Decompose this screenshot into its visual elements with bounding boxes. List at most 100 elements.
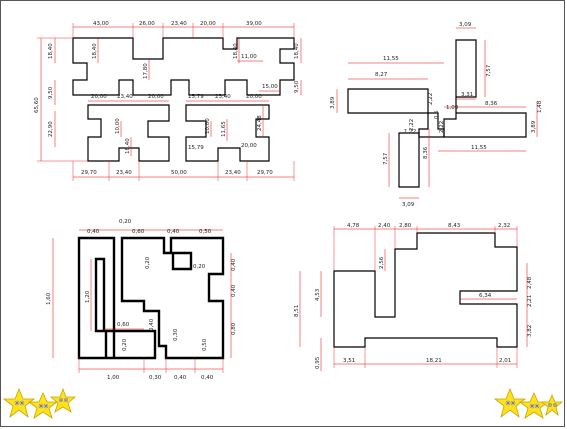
d1-in-9: 11,00 xyxy=(241,54,257,60)
d1-in-6: 23,40 xyxy=(215,94,231,100)
d1-left-2: 9,50 xyxy=(48,86,54,99)
d3-in-8: 0,80 xyxy=(231,322,237,335)
drawing-2-arm-left xyxy=(347,88,429,114)
drawing-1-lower-right xyxy=(185,104,270,162)
drawing-2-arm-right xyxy=(443,97,527,138)
d1-in-16: 24,48 xyxy=(257,115,263,131)
drawing-2-arm-top xyxy=(455,39,477,98)
d1-top-0: 43,00 xyxy=(93,21,109,27)
d2-l0: 3,09 xyxy=(459,22,472,28)
d2-l6: 3,31 xyxy=(461,92,473,98)
d3-in-3: 0,60 xyxy=(117,322,130,328)
d2-l16: 8,36 xyxy=(423,146,429,159)
d2-l2: 8,27 xyxy=(375,72,388,78)
d1-in-8: 18,40 xyxy=(233,43,239,59)
d2-l13: 2,22 xyxy=(409,119,415,131)
d1-top-3: 20,00 xyxy=(200,21,216,27)
d4-bot-2: 2,01 xyxy=(499,358,511,364)
d1-left-1: 18,40 xyxy=(48,43,54,59)
d4-top-1: 2,40 xyxy=(378,223,391,229)
drawing-2-arm-bottom xyxy=(398,132,420,188)
d3-top-1: 0,40 xyxy=(87,229,100,235)
d3-in-2: 0,40 xyxy=(231,258,237,271)
d2-l4: 3,89 xyxy=(330,96,336,109)
drawing-3-inner xyxy=(120,236,225,360)
drawing-4: 4,78 2,40 2,80 8,43 2,32 8,51 4,53 0,95 … xyxy=(294,223,533,371)
d1-bot-4: 29,70 xyxy=(257,170,273,176)
d2-l11: 1,09 xyxy=(446,105,459,111)
d3-in-5: 0,30 xyxy=(173,328,179,341)
d1-in-0: 18,40 xyxy=(92,43,98,59)
d3-top-0: 0,20 xyxy=(119,219,132,225)
d1-top-1: 26,00 xyxy=(139,21,155,27)
d3-bot-2: 0,40 xyxy=(174,375,187,381)
drawing-4-outline xyxy=(333,232,518,348)
d4-in-0: 2,56 xyxy=(379,256,385,269)
d2-l8: 1,48 xyxy=(537,100,543,113)
d3-bot-1: 0,30 xyxy=(149,375,162,381)
d2-l5: 2,22 xyxy=(428,93,434,105)
d1-bot-1: 23,40 xyxy=(116,170,132,176)
stars-right-icon xyxy=(493,387,564,419)
drawing-3-outline xyxy=(77,236,157,360)
d1-left-3: 22,90 xyxy=(48,121,54,137)
d4-top-4: 2,32 xyxy=(498,223,510,229)
d4-in-1: 6,34 xyxy=(479,293,492,299)
d3-in-7: 0,40 xyxy=(231,284,237,297)
d2-l12: 0,5 xyxy=(434,110,440,119)
d3-in-4: 0,40 xyxy=(149,318,155,331)
d1-in-11: 10,00 xyxy=(115,118,121,134)
drawing-2-center xyxy=(418,112,445,138)
d1-top-4: 39,00 xyxy=(246,21,262,27)
d1-in-12: 18,40 xyxy=(125,138,131,154)
d1-in-10: 15,00 xyxy=(262,84,278,90)
d3-bot-3: 0,40 xyxy=(201,375,214,381)
d3-bot-0: 1,00 xyxy=(107,375,120,381)
d2-l1: 11,55 xyxy=(383,56,399,62)
d2-l17: 11,55 xyxy=(471,145,487,151)
d4-top-0: 4,78 xyxy=(347,223,360,229)
d4-top-3: 8,43 xyxy=(448,223,461,229)
d2-l3: 7,57 xyxy=(486,64,492,77)
d1-in-2: 20,00 xyxy=(91,94,107,100)
d2-l7: 8,36 xyxy=(485,101,498,107)
d1-bot-0: 29,70 xyxy=(81,170,97,176)
d1-in-19: 9,50 xyxy=(294,80,300,93)
d2-l18: 3,09 xyxy=(402,202,415,208)
d4-left-0: 8,51 xyxy=(294,305,300,317)
drawing-1: 43,00 26,00 23,40 20,00 39,00 65,60 18,4… xyxy=(34,21,302,181)
d2-l14: 1,22 xyxy=(404,129,416,135)
d4-left-1: 4,53 xyxy=(315,288,321,301)
d4-in-4: 3,82 xyxy=(527,325,533,337)
d3-top-3: 0,40 xyxy=(167,229,180,235)
d3-in-1: 0,20 xyxy=(193,264,206,270)
d3-in-0: 0,20 xyxy=(145,256,151,269)
stars-left-icon xyxy=(2,387,77,419)
d1-in-17: 20,00 xyxy=(241,143,257,149)
drawing-1-outline xyxy=(72,37,295,96)
d3-left-1: 1,20 xyxy=(85,290,91,303)
drawing-3: 0,20 0,40 0,60 0,40 0,50 1,60 1,20 0,20 … xyxy=(46,219,237,381)
d1-in-15: 11,65 xyxy=(221,121,227,137)
d1-in-4: 20,00 xyxy=(148,94,164,100)
d2-l15: 7,57 xyxy=(383,152,389,165)
d1-bot-2: 50,00 xyxy=(171,170,187,176)
d4-in-3: 2,21 xyxy=(527,295,533,307)
drawing-1-lower-left xyxy=(87,104,170,162)
d1-in-3: 23,40 xyxy=(117,94,133,100)
d1-in-1: 17,80 xyxy=(143,63,149,79)
d1-left-0: 65,60 xyxy=(34,97,40,113)
d3-top-2: 0,60 xyxy=(132,229,145,235)
d3-in-6: 0,20 xyxy=(122,338,128,351)
d4-top-2: 2,80 xyxy=(399,223,412,229)
d4-bot-0: 3,51 xyxy=(343,358,355,364)
d1-bot-3: 23,40 xyxy=(225,170,241,176)
d2-l9: 3,89 xyxy=(531,120,537,133)
d1-in-18: 18,40 xyxy=(294,43,300,59)
d1-in-5: 15,79 xyxy=(188,94,204,100)
d1-in-13: 15,79 xyxy=(188,145,204,151)
drawing-2: 3,09 11,55 8,27 7,57 3,89 2,22 3,31 8,36… xyxy=(330,22,543,208)
d4-bot-1: 18,21 xyxy=(426,358,442,364)
